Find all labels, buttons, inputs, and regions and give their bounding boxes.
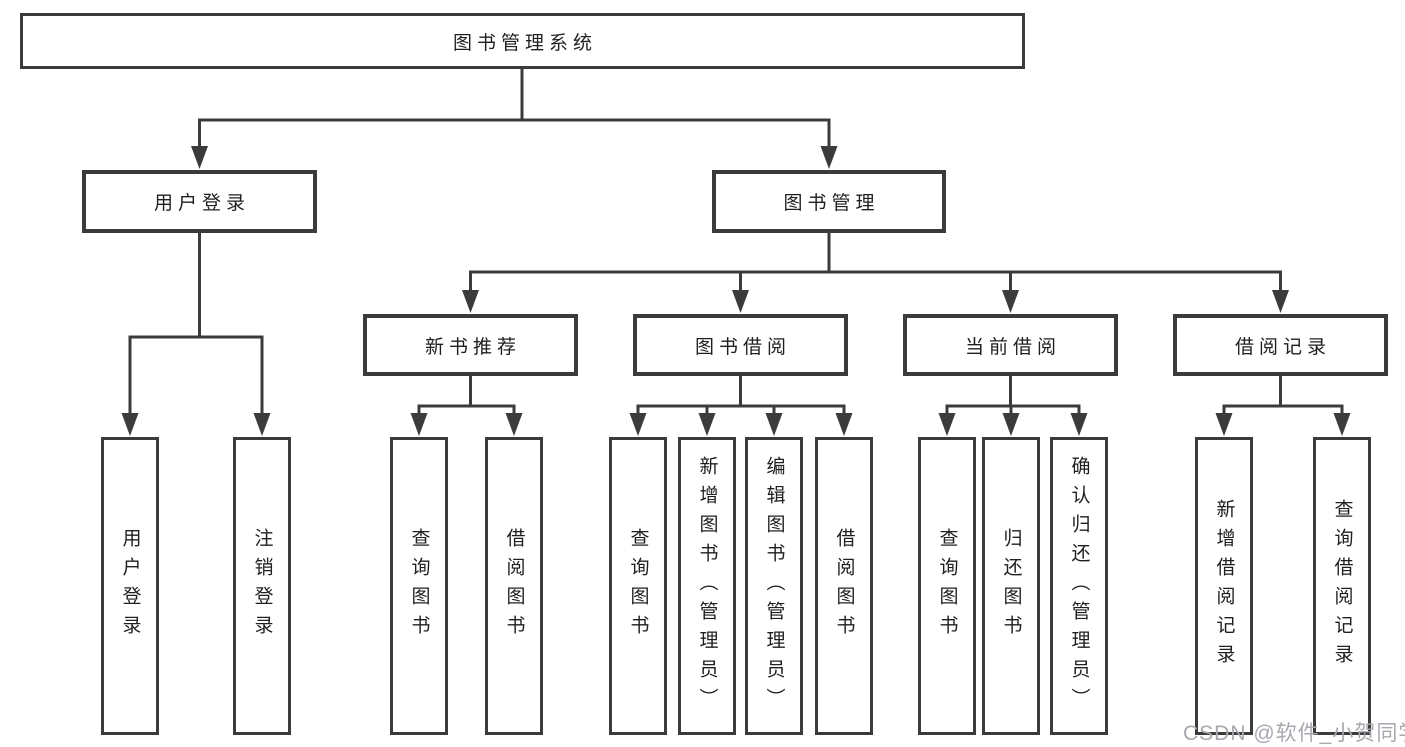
leaf-add-borrow-record-label: 新增借阅记录 <box>1213 499 1235 673</box>
leaf-edit-books-admin-label: 编辑图书（管理员） <box>763 455 785 717</box>
leaf-logout: 注销登录 <box>233 437 291 735</box>
leaf-add-books-admin-label: 新增图书（管理员） <box>696 455 718 717</box>
node-book-management-label: 图书管理 <box>783 193 880 214</box>
leaf-add-borrow-record: 新增借阅记录 <box>1195 437 1253 735</box>
leaf-edit-books-admin: 编辑图书（管理员） <box>745 437 803 735</box>
node-book-borrowing: 图书借阅 <box>633 314 848 376</box>
node-root-label: 图书管理系统 <box>452 32 597 54</box>
leaf-add-books-admin: 新增图书（管理员） <box>678 437 736 735</box>
leaf-query-books-current: 查询图书 <box>918 437 976 735</box>
leaf-query-borrow-record: 查询借阅记录 <box>1313 437 1371 735</box>
edge-book-borrow-to-leaves <box>629 376 853 436</box>
node-new-book-recommend-label: 新书推荐 <box>424 336 521 358</box>
leaf-query-books-borrowing-label: 查询图书 <box>627 528 649 644</box>
leaf-query-books-current-label: 查询图书 <box>936 528 958 644</box>
leaf-query-borrow-record-label: 查询借阅记录 <box>1331 499 1353 673</box>
leaf-borrow-books-recommend: 借阅图书 <box>485 437 543 735</box>
leaf-query-books-recommend-label: 查询图书 <box>408 528 430 644</box>
edge-new-book-to-leaves <box>410 376 523 436</box>
leaf-return-books-label: 归还图书 <box>1000 528 1022 644</box>
edge-book-mgmt-to-level3 <box>462 233 1289 313</box>
leaf-logout-label: 注销登录 <box>251 528 273 644</box>
node-new-book-recommend: 新书推荐 <box>363 314 578 376</box>
node-current-borrowing-label: 当前借阅 <box>964 336 1061 358</box>
node-borrowing-records-label: 借阅记录 <box>1234 336 1331 358</box>
edge-borrow-record-to-leaves <box>1215 376 1351 436</box>
leaf-borrow-books: 借阅图书 <box>815 437 873 735</box>
node-user-login-label: 用户登录 <box>153 193 250 214</box>
leaf-user-login: 用户登录 <box>101 437 159 735</box>
edge-user-login-to-leaves <box>121 233 271 436</box>
edge-root-to-level2 <box>191 69 838 169</box>
edge-current-borrow-to-leaves <box>938 376 1088 436</box>
node-root: 图书管理系统 <box>20 13 1025 69</box>
leaf-borrow-books-label: 借阅图书 <box>833 528 855 644</box>
leaf-user-login-label: 用户登录 <box>119 528 141 644</box>
node-book-management: 图书管理 <box>712 170 946 233</box>
csdn-watermark: CSDN @软件_小贺同学 <box>1183 722 1405 745</box>
leaf-query-books-recommend: 查询图书 <box>390 437 448 735</box>
leaf-return-books: 归还图书 <box>982 437 1040 735</box>
leaf-confirm-return-admin: 确认归还（管理员） <box>1050 437 1108 735</box>
node-user-login: 用户登录 <box>82 170 317 233</box>
leaf-query-books-borrowing: 查询图书 <box>609 437 667 735</box>
node-borrowing-records: 借阅记录 <box>1173 314 1388 376</box>
node-current-borrowing: 当前借阅 <box>903 314 1118 376</box>
leaf-borrow-books-recommend-label: 借阅图书 <box>503 528 525 644</box>
leaf-confirm-return-admin-label: 确认归还（管理员） <box>1068 455 1090 717</box>
node-book-borrowing-label: 图书借阅 <box>694 336 791 358</box>
